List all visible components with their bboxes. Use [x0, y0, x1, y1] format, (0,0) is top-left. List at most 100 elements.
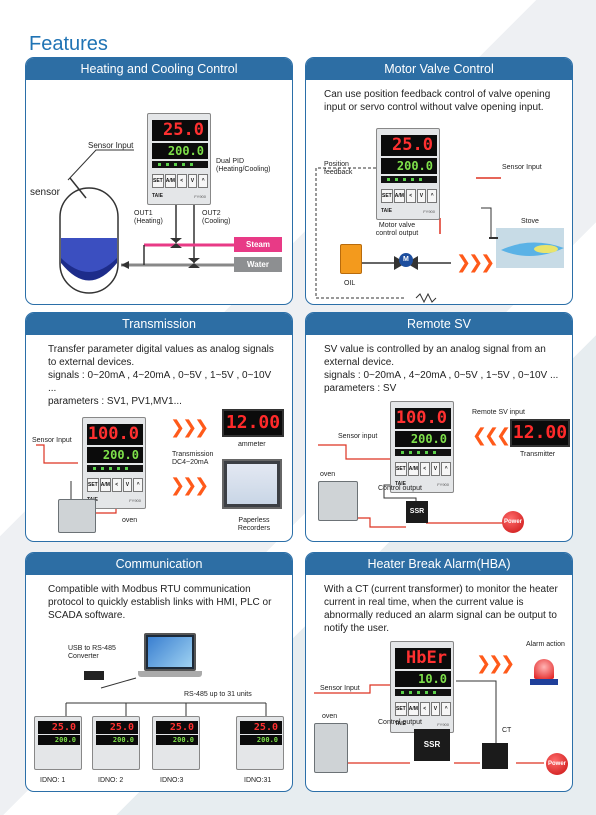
laptop-icon [138, 633, 202, 681]
pv-display: 25.0 [156, 721, 198, 734]
set-key: SET [87, 478, 99, 492]
transmission-output-label: Transmission DC4~20mA [172, 451, 214, 466]
id-label: IDNO: 2 [98, 777, 124, 784]
down-key: V [187, 174, 198, 188]
remote-input-label: Remote SV input [472, 409, 525, 416]
sensor-label: sensor [30, 187, 61, 198]
recorders-label: Paperless Recorders [237, 517, 271, 532]
input-chevrons-icon: ❮❮❮ [472, 425, 511, 445]
ct-label: CT [502, 727, 512, 734]
sv-display: 200.0 [96, 735, 138, 745]
panel-motor-valve: Motor Valve Control Can use position fee… [305, 57, 573, 305]
ssr-module: SSR [414, 729, 450, 761]
model-label: FY900 [437, 482, 449, 487]
ct-module [482, 743, 508, 769]
panel-header: Heater Break Alarm(HBA) [306, 553, 572, 575]
remote-description: SV value is controlled by an analog sign… [324, 344, 546, 368]
usb-converter-icon [84, 671, 104, 680]
up-key: ^ [427, 189, 438, 203]
pv-display: HbEr [395, 648, 451, 669]
down-key: V [122, 478, 133, 492]
oven-icon [314, 723, 348, 773]
controller-remote: 100.0 200.0 SET A/M < V ^ TAIE FY900 [390, 401, 454, 493]
oil-barrel-icon [340, 244, 362, 274]
controller-transmission: 100.0 200.0 SET A/M < V ^ TAIE FY900 [82, 417, 146, 509]
controller-keys: SET A/M < V ^ [87, 478, 144, 492]
pv-display: 25.0 [240, 721, 282, 734]
up-key: ^ [198, 174, 209, 188]
motor-valve-output-label: Motor valve control output [375, 222, 419, 237]
controller-id1: 25.0 200.0 [34, 716, 82, 770]
left-key: < [419, 462, 430, 476]
up-key: ^ [441, 702, 452, 716]
position-feedback-label: Position feedback [324, 161, 353, 176]
controller-keys: SET A/M < V ^ [395, 702, 452, 716]
set-key: SET [381, 189, 393, 203]
flow-chevrons-icon: ❯❯❯ [456, 252, 495, 272]
set-key: SET [395, 702, 407, 716]
transmitter-label: Transmitter [520, 451, 556, 458]
sv-display: 200.0 [87, 447, 143, 463]
out1-label: OUT1 (Heating) [134, 210, 163, 225]
alarm-chevrons-icon: ❯❯❯ [476, 653, 515, 673]
sensor-input-label: Sensor Input [88, 141, 134, 150]
sensor-input-label: Sensor Input [320, 685, 360, 692]
panel-transmission: Transmission Transfer parameter digital … [25, 312, 293, 542]
hba-description: With a CT (current transformer) to monit… [324, 584, 558, 634]
set-key: SET [152, 174, 164, 188]
controller-id3: 25.0 200.0 [152, 716, 200, 770]
output-chevrons-icon: ❯❯❯ [170, 417, 209, 437]
panel-header: Transmission [26, 313, 292, 335]
remote-parameters: parameters : SV [324, 383, 397, 394]
brand-label: TAIE [152, 193, 164, 199]
am-key: A/M [99, 478, 111, 492]
left-key: < [419, 702, 430, 716]
pv-display: 25.0 [96, 721, 138, 734]
am-key: A/M [407, 702, 419, 716]
panel-header: Communication [26, 553, 292, 575]
sv-display: 200.0 [152, 143, 208, 159]
pv-display: 25.0 [152, 120, 208, 141]
control-output-label: Control output [378, 485, 422, 492]
controller-heating: 25.0 200.0 SET A/M < V ^ TAIE FY900 [147, 113, 211, 205]
pv-display: 25.0 [381, 135, 437, 156]
left-key: < [111, 478, 122, 492]
rs485-label: RS-485 up to 31 units [184, 691, 252, 698]
sv-display: 200.0 [156, 735, 198, 745]
water-box: Water [234, 257, 282, 272]
oven-label: oven [322, 713, 338, 720]
panel-hba: Heater Break Alarm(HBA) With a CT (curre… [305, 552, 573, 792]
up-key: ^ [441, 462, 452, 476]
alarm-light-icon [530, 655, 558, 687]
down-key: V [430, 462, 441, 476]
motor-diagram [315, 167, 564, 304]
model-label: FY900 [437, 722, 449, 727]
sv-display: 200.0 [240, 735, 282, 745]
water-label: Water [247, 260, 269, 269]
oven-icon [318, 481, 358, 521]
id-label: IDNO: 1 [40, 777, 66, 784]
left-key: < [176, 174, 187, 188]
am-key: A/M [164, 174, 176, 188]
panel-header: Motor Valve Control [306, 58, 572, 80]
pv-display: 100.0 [395, 408, 451, 429]
model-label: FY900 [423, 209, 435, 214]
remote-signals: signals : 0~20mA , 4~20mA , 0~5V , 1~5V … [324, 370, 559, 381]
power-button[interactable]: Power [502, 511, 524, 533]
power-button[interactable]: Power [546, 753, 568, 775]
ammeter-display: 12.00 [222, 409, 284, 437]
controller-id31: 25.0 200.0 [236, 716, 284, 770]
down-key: V [416, 189, 427, 203]
oven-label: oven [122, 517, 138, 524]
panel-communication: Communication Compatible with Modbus RTU… [25, 552, 293, 792]
control-output-label: Control output [378, 719, 422, 726]
status-leds [395, 689, 451, 696]
up-key: ^ [133, 478, 144, 492]
steam-box: Steam [234, 237, 282, 252]
left-key: < [405, 189, 416, 203]
id-label: IDNO:3 [160, 777, 184, 784]
power-label: Power [547, 761, 566, 767]
steam-label: Steam [245, 240, 270, 249]
brand-label: TAIE [381, 208, 393, 214]
sensor-input-label: Sensor Input [502, 164, 542, 171]
